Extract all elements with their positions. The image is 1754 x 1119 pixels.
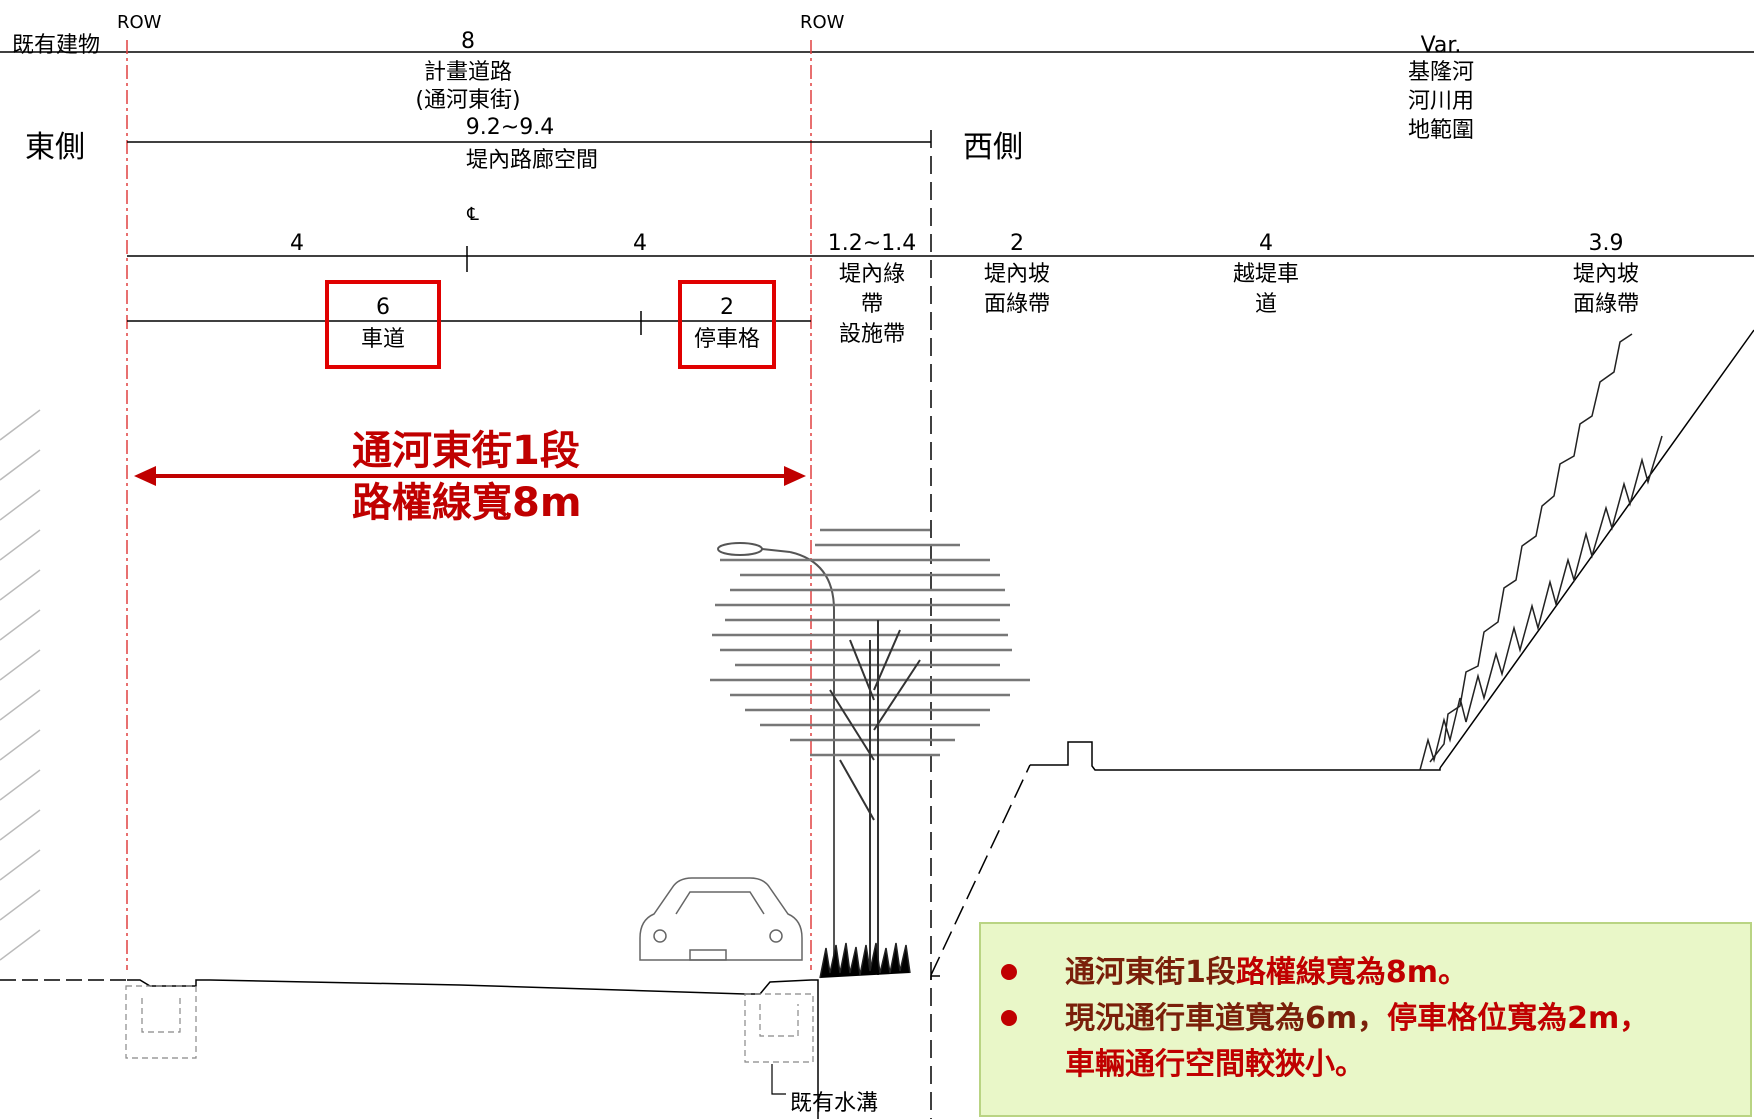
roadway-label: 車道 (361, 327, 405, 352)
corridor-label: 堤內路廊空間 (466, 148, 598, 173)
note-list: 通河東街1段路權線寬為8m。 現況通行車道寬為6m，停車格位寬為2m， 車輛通行… (981, 924, 1750, 1088)
slope-green-a-label-1: 堤內坡 (984, 262, 1050, 287)
dim-4c-label: 4 (1259, 231, 1273, 256)
note-text-red: 車輛通行空間較狹小。 (1065, 1047, 1365, 1082)
existing-building-label: 既有建物 (12, 33, 100, 58)
levee-road-label-1: 越堤車 (1233, 262, 1299, 287)
green-belt-label-1: 堤內綠 (839, 262, 905, 287)
slope-green-b-label-2: 面綠帶 (1573, 292, 1639, 317)
tree-icon (710, 528, 1030, 979)
var-label: Var. (1421, 33, 1462, 58)
bullet-icon (1001, 964, 1017, 980)
dim-4b-label: 4 (633, 231, 647, 256)
dim-6-label: 6 (376, 295, 390, 320)
dim-corridor-label: 9.2~9.4 (466, 115, 554, 140)
roadway-highlight-box (325, 280, 441, 369)
planned-road-name: (通河東街) (415, 88, 520, 113)
parking-label: 停車格 (694, 327, 760, 352)
centerline-symbol: ℄ (466, 204, 479, 225)
bullet-icon (1001, 1010, 1017, 1026)
existing-ditch-right (744, 993, 814, 1063)
slope-green-b-label-1: 堤內坡 (1573, 262, 1639, 287)
existing-ditch-left (125, 985, 197, 1059)
row-label-left: ROW (117, 12, 162, 33)
note-item: 車輛通行空間較狹小。 (1001, 1042, 1750, 1088)
note-text-dark: 通河東街1段 (1065, 955, 1236, 990)
green-belt-label-3: 設施帶 (839, 322, 905, 347)
dim-12-14-label: 1.2~1.4 (828, 231, 916, 256)
slope-green-a-label-2: 面綠帶 (984, 292, 1050, 317)
ground-profile (0, 329, 1754, 1119)
river-label-2: 河川用 (1408, 89, 1474, 114)
levee-road-label-2: 道 (1255, 292, 1277, 317)
parking-highlight-box (678, 280, 776, 369)
note-box: 通河東街1段路權線寬為8m。 現況通行車道寬為6m，停車格位寬為2m， 車輛通行… (979, 922, 1752, 1117)
existing-ditch-label: 既有水溝 (790, 1091, 878, 1116)
note-text-dark: 現況通行車道寬為6m， (1065, 1001, 1388, 1036)
east-side-label: 東側 (25, 130, 85, 165)
dim-39-label: 3.9 (1589, 231, 1624, 256)
callout-line-2: 路權線寬8m (352, 480, 582, 526)
dim-2a-label: 2 (720, 295, 734, 320)
note-item: 通河東街1段路權線寬為8m。 (1001, 950, 1750, 996)
car-icon (639, 877, 803, 961)
arrow-head-left (134, 466, 156, 486)
arrow-head-right (784, 466, 806, 486)
note-text-red: 路權線寬為8m。 (1235, 955, 1469, 990)
planned-road-label: 計畫道路 (424, 60, 512, 85)
callout-line-1: 通河東街1段 (352, 428, 580, 474)
green-belt-label-2: 帶 (861, 292, 883, 317)
ditch-leader-line (771, 1064, 786, 1095)
slope-grass (1419, 333, 1663, 771)
west-side-label: 西側 (963, 130, 1023, 165)
dim-8-label: 8 (461, 29, 475, 54)
river-label-1: 基隆河 (1408, 60, 1474, 85)
dim-4a-label: 4 (290, 231, 304, 256)
river-label-3: 地範圍 (1408, 118, 1474, 143)
note-item: 現況通行車道寬為6m，停車格位寬為2m， (1001, 996, 1750, 1042)
existing-building-hatch (0, 409, 41, 961)
street-light-icon (717, 542, 835, 970)
dim-2b-label: 2 (1010, 231, 1024, 256)
row-label-right: ROW (800, 12, 845, 33)
note-text-red: 停車格位寬為2m， (1387, 1001, 1650, 1036)
